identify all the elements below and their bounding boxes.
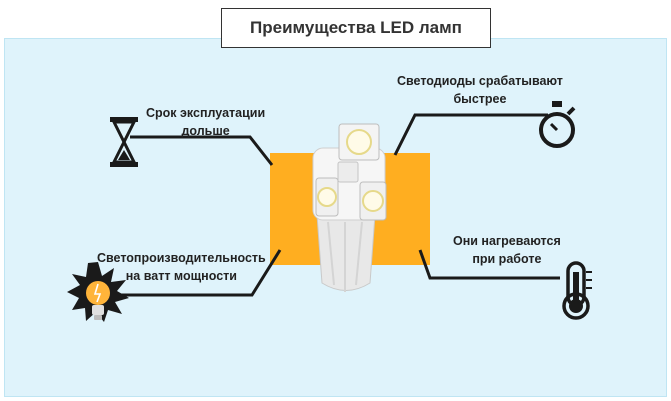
diagram-title: Преимущества LED ламп (221, 8, 491, 48)
connector-top-left (130, 135, 274, 166)
label-bottom-right-line-2: при работе (472, 252, 542, 266)
connector-bottom-right (418, 249, 560, 280)
label-top-left: Срок эксплуатации дольше (146, 104, 265, 140)
hourglass-icon (110, 117, 138, 167)
label-bottom-left-line-1: Светопроизводительность (97, 251, 266, 265)
stopwatch-icon (539, 101, 576, 148)
light-bulb-icon (67, 262, 129, 322)
label-bottom-right: Они нагреваются при работе (453, 232, 561, 268)
label-top-right: Светодиоды срабатывают быстрее (397, 72, 563, 108)
label-bottom-right-line-1: Они нагреваются (453, 234, 561, 248)
thermometer-icon (562, 261, 592, 320)
connector-bottom-left (115, 249, 282, 297)
connector-top-right (393, 113, 548, 156)
label-bottom-left-line-2: на ватт мощности (125, 269, 237, 283)
led-bulb-image (312, 123, 387, 292)
label-top-right-line-1: Светодиоды срабатывают (397, 74, 563, 88)
label-bottom-left: Светопроизводительность на ватт мощности (97, 249, 266, 285)
label-top-right-line-2: быстрее (453, 92, 507, 106)
label-top-left-line-2: дольше (181, 124, 230, 138)
label-top-left-line-1: Срок эксплуатации (146, 106, 266, 120)
